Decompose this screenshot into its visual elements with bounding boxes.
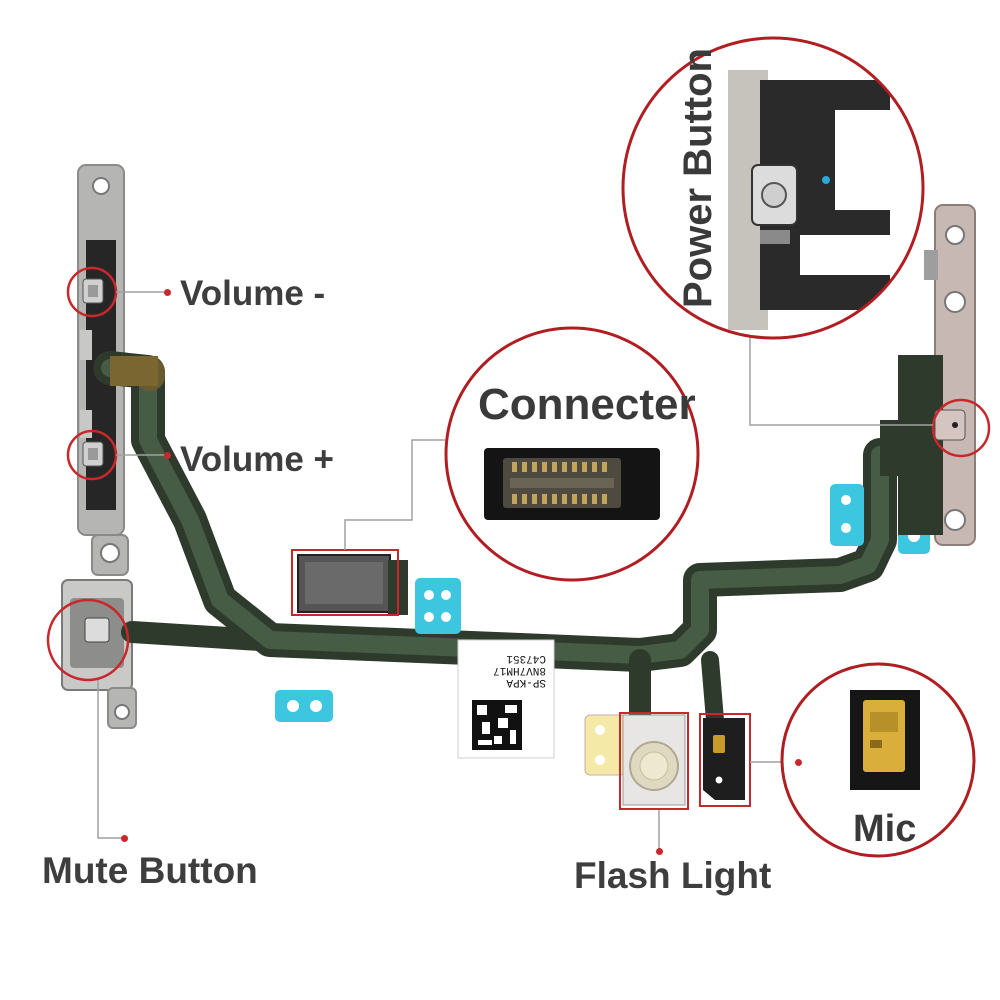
connecter-callout [444, 326, 700, 582]
connecter-label: Connecter [478, 380, 696, 429]
sticker-line-1: SP-KPA [506, 676, 546, 688]
board-connector [297, 554, 408, 615]
sticker-text: SP-KPA 8NV7HM17 C47351 [466, 652, 546, 688]
volume-plus-switch [82, 441, 104, 467]
mute-button-label: Mute Button [42, 850, 258, 891]
mute-dot [121, 835, 128, 842]
flash-light-module [584, 714, 686, 806]
power-bracket [880, 204, 976, 546]
volume-plus-dot [164, 452, 171, 459]
adhesive-pad-3 [830, 484, 864, 546]
flex-cable [93, 351, 897, 731]
volume-plus-label: Volume + [180, 440, 334, 479]
serial-sticker [457, 639, 555, 759]
sticker-line-3: C47351 [506, 652, 546, 664]
volume-bracket [77, 164, 125, 536]
volume-minus-switch [82, 278, 104, 304]
volume-minus-label: Volume - [180, 274, 326, 313]
volume-minus-dot [164, 289, 171, 296]
power-button-label: Power Button [676, 48, 720, 308]
mic-label: Mic [853, 808, 917, 850]
mic-callout [780, 662, 976, 858]
power-button-callout [621, 36, 925, 340]
sticker-line-2: 8NV7HM17 [493, 664, 546, 676]
flash-light-label: Flash Light [574, 855, 772, 896]
mute-bracket [61, 534, 137, 729]
mic-dot [795, 759, 802, 766]
flash-dot [656, 848, 663, 855]
mic-module [703, 718, 745, 800]
adhesive-pad-1 [415, 578, 461, 634]
adhesive-pad-2 [275, 690, 333, 722]
flex-gold-section [110, 356, 158, 386]
